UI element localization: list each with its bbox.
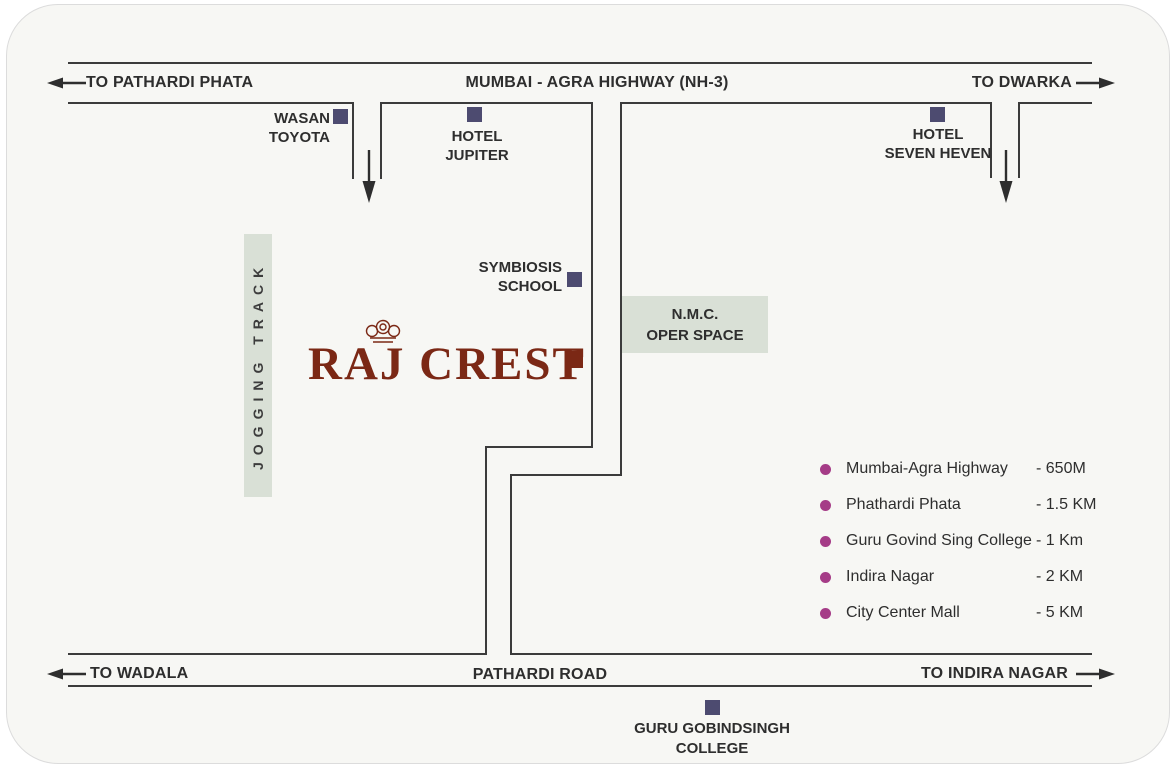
to-wadala-arrow-icon <box>47 668 86 680</box>
legend-bullet-icon <box>820 535 831 547</box>
dwarka-road-left-line <box>990 102 992 178</box>
center-road-left-jog <box>485 446 593 448</box>
pathardi-road-bottom-line <box>68 685 1092 687</box>
highway-bottom-line-seg1 <box>68 102 353 104</box>
legend-name: Phathardi Phata <box>846 496 961 513</box>
guru-college-marker <box>705 700 720 715</box>
legend-name: Guru Govind Sing College <box>846 532 1032 549</box>
center-road-left-line <box>591 102 593 448</box>
pathardi-road-top-line-seg1 <box>68 653 485 655</box>
legend-bullet-icon <box>820 499 831 511</box>
distance-legend: Mumbai-Agra Highway - 650M Phathardi Pha… <box>818 458 1096 624</box>
to-pathardi-phata-arrow-icon <box>47 77 86 89</box>
highway-top-line <box>68 62 1092 64</box>
dwarka-road-down-arrow-icon <box>999 150 1013 203</box>
legend-distance: - 1 Km <box>1036 532 1084 549</box>
highway-bottom-line-seg3 <box>621 102 991 104</box>
highway-name-label: MUMBAI - AGRA HIGHWAY (NH-3) <box>465 74 729 91</box>
legend-bullet-icon <box>820 571 831 583</box>
legend-distance: - 5 KM <box>1036 604 1084 621</box>
center-road-right-line <box>620 102 622 476</box>
hotel-jupiter-label: HOTEL JUPITER <box>445 128 509 164</box>
dwarka-road-right-line <box>1018 102 1020 178</box>
legend-row: Indira Nagar - 2 KM <box>818 566 1096 588</box>
legend-row: Phathardi Phata - 1.5 KM <box>818 494 1096 516</box>
to-dwarka-label: TO DWARKA <box>971 74 1072 91</box>
to-dwarka-arrow-icon <box>1076 77 1115 89</box>
raj-crest-site-marker <box>566 351 583 368</box>
legend-name: Mumbai-Agra Highway <box>846 460 1008 477</box>
legend-distance: - 2 KM <box>1036 568 1084 585</box>
brand-name: RAJ CREST <box>308 338 586 390</box>
legend-name: Indira Nagar <box>846 568 935 585</box>
jogging-track-area: JOGGING TRACK <box>244 234 272 497</box>
wasan-toyota-label: WASAN TOYOTA <box>268 110 330 146</box>
highway-bottom-line-seg2 <box>381 102 592 104</box>
to-wadala-label: TO WADALA <box>90 665 189 682</box>
legend-name: City Center Mall <box>846 604 960 621</box>
legend-distance: - 1.5 KM <box>1036 496 1097 513</box>
legend-row: Mumbai-Agra Highway - 650M <box>818 458 1096 480</box>
nmc-open-space-area: N.M.C. OPER SPACE <box>622 296 768 353</box>
symbiosis-school-marker <box>567 272 582 287</box>
pathardi-road-label: PATHARDI ROAD <box>472 666 608 683</box>
legend-distance: - 650M <box>1036 460 1086 477</box>
crown-icon <box>365 319 401 343</box>
highway-bottom-line-seg4 <box>1019 102 1092 104</box>
hotel-seven-heven-label: HOTEL SEVEN HEVEN <box>884 126 992 162</box>
lower-road-right-line <box>510 474 512 655</box>
hotel-jupiter-marker <box>467 107 482 122</box>
map-card <box>6 4 1170 764</box>
pathardi-road-top-line-seg2 <box>511 653 1092 655</box>
legend-bullet-icon <box>820 607 831 619</box>
to-indira-nagar-arrow-icon <box>1076 668 1115 680</box>
lower-road-left-line <box>485 446 487 655</box>
legend-bullet-icon <box>820 463 831 475</box>
wasan-road-left-line <box>352 102 354 179</box>
symbiosis-school-label: SYMBIOSIS SCHOOL <box>478 259 562 295</box>
legend-row: City Center Mall - 5 KM <box>818 602 1096 624</box>
hotel-seven-heven-marker <box>930 107 945 122</box>
to-pathardi-phata-label: TO PATHARDI PHATA <box>86 74 254 91</box>
guru-college-label: GURU GOBINDSINGH COLLEGE <box>634 720 790 757</box>
center-road-right-jog <box>511 474 622 476</box>
to-indira-nagar-label: TO INDIRA NAGAR <box>921 665 1068 682</box>
wasan-road-right-line <box>380 102 382 179</box>
wasan-toyota-marker <box>333 109 348 124</box>
legend-row: Guru Govind Sing College - 1 Km <box>818 530 1096 552</box>
wasan-road-down-arrow-icon <box>362 150 376 203</box>
